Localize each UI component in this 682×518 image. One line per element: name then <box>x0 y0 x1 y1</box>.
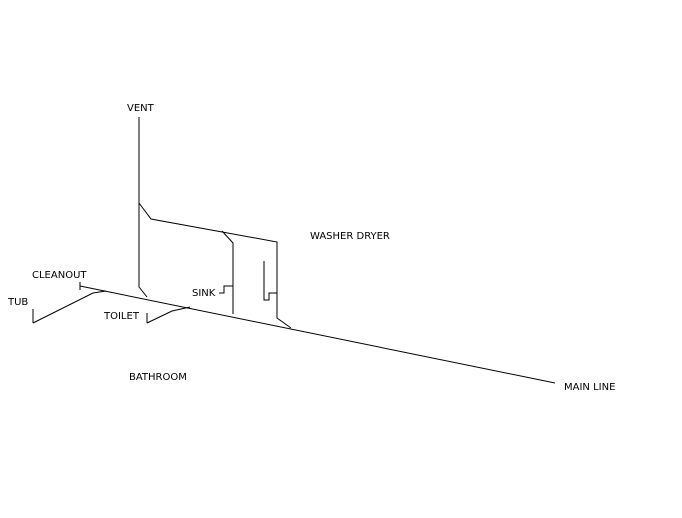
sink-label: SINK <box>192 288 216 299</box>
vent-label: VENT <box>127 103 155 114</box>
toilet-branch-pipe <box>146 306 191 324</box>
sink-trap-pipe <box>219 285 233 294</box>
main-line-pipe <box>79 285 556 384</box>
vent-upper-branch-pipe <box>138 202 292 329</box>
cleanout-label: CLEANOUT <box>32 270 87 281</box>
washer-dryer-label: WASHER DRYER <box>310 231 390 242</box>
tub-branch-pipe <box>32 290 107 324</box>
sink-riser-pipe <box>221 230 234 314</box>
main-line-label: MAIN LINE <box>564 382 615 393</box>
washer-standpipe-pipe <box>263 261 277 301</box>
toilet-label: TOILET <box>103 311 140 322</box>
bathroom-label: BATHROOM <box>129 372 187 383</box>
tub-label: TUB <box>7 297 28 308</box>
vent-stack-pipe <box>138 117 148 298</box>
